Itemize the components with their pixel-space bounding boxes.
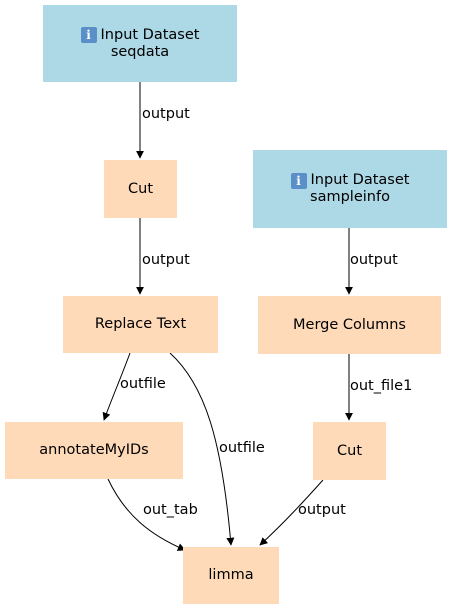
node-annotate-my-ids[interactable]: annotateMyIDs bbox=[5, 422, 183, 479]
node-annotate-my-ids-label: annotateMyIDs bbox=[39, 442, 149, 458]
node-cut-2-label: Cut bbox=[337, 442, 362, 459]
node-merge-columns-label: Merge Columns bbox=[293, 316, 406, 333]
node-limma-label: limma bbox=[208, 567, 254, 583]
node-input-sampleinfo-subtitle: sampleinfo bbox=[310, 189, 390, 205]
node-cut-1-label: Cut bbox=[128, 180, 153, 197]
edge-annotate-limma bbox=[107, 478, 186, 551]
edge-cut2-limma bbox=[259, 479, 324, 546]
node-replace-text[interactable]: Replace Text bbox=[63, 296, 218, 353]
node-input-seqdata-subtitle: seqdata bbox=[110, 43, 170, 60]
edge-label-replace-text-limma: outfile bbox=[219, 440, 265, 456]
node-merge-columns[interactable]: Merge Columns bbox=[258, 296, 441, 354]
edge-label-sampleinfo-merge: output bbox=[350, 252, 398, 268]
info-icon: i bbox=[80, 27, 97, 43]
info-icon: i bbox=[290, 172, 307, 189]
edge-label-seqdata-cut1: output bbox=[142, 106, 190, 122]
node-limma[interactable]: limma bbox=[183, 547, 279, 604]
edge-replace-text-annotate bbox=[102, 352, 131, 421]
node-input-sampleinfo-title: Input Dataset bbox=[310, 172, 410, 188]
edge-replace-text-limma bbox=[169, 352, 235, 546]
edge-label-cut2-limma: output bbox=[298, 502, 346, 518]
edge-label-annotate-limma: out_tab bbox=[143, 502, 198, 518]
node-cut-2[interactable]: Cut bbox=[313, 422, 386, 480]
node-input-seqdata-title: Input Dataset bbox=[100, 26, 200, 43]
edge-label-merge-cut2: out_file1 bbox=[350, 378, 413, 394]
edge-label-cut1-replace-text: output bbox=[142, 252, 190, 268]
node-input-seqdata[interactable]: i Input Dataset seqdata bbox=[43, 5, 237, 82]
node-input-sampleinfo[interactable]: i Input Dataset sampleinfo bbox=[253, 150, 447, 228]
node-replace-text-label: Replace Text bbox=[94, 316, 187, 332]
node-cut-1[interactable]: Cut bbox=[104, 160, 177, 218]
edge-label-replace-text-annotate: outfile bbox=[120, 376, 166, 392]
